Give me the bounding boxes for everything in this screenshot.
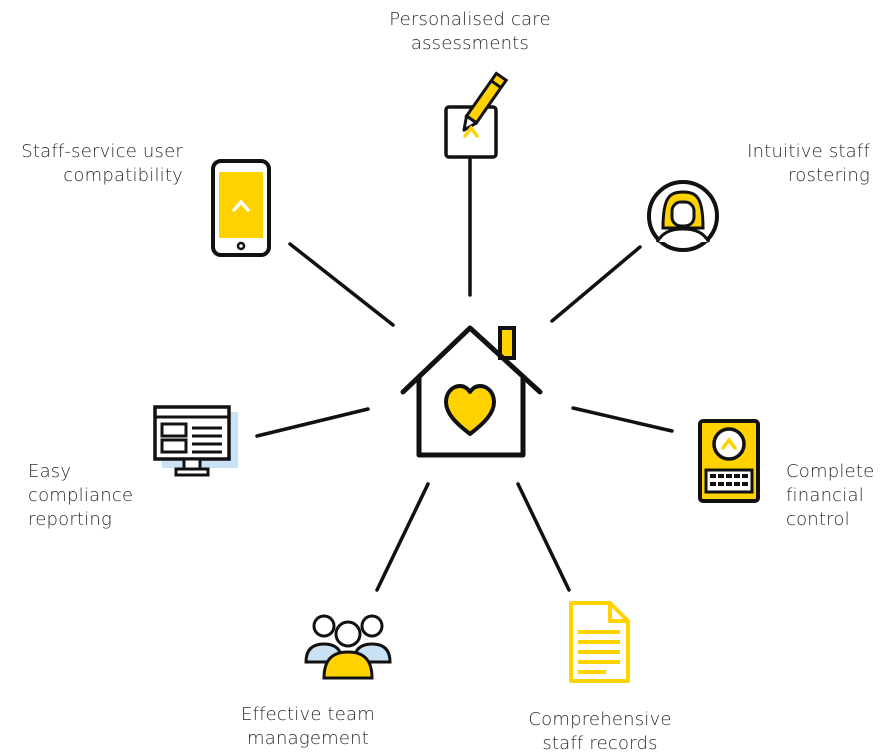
monitor-report-icon (153, 405, 238, 477)
connector-staff-rostering (550, 245, 642, 323)
connector-compliance-reporting (255, 407, 370, 438)
label-financial-control: Complete financial control (786, 461, 875, 530)
house-heart-icon (400, 325, 543, 458)
label-staff-rostering: Intuitive staff rostering (747, 141, 870, 186)
connector-staff-records (516, 482, 571, 592)
staff-avatar-icon (647, 180, 719, 252)
label-user-compatibility: Staff-service user compatibility (21, 141, 183, 186)
connector-user-compatibility (288, 242, 395, 327)
label-care-assessments: Personalised care assessments (389, 9, 551, 54)
label-team-management: Effective team management (240, 704, 376, 749)
document-icon (569, 601, 630, 683)
label-staff-records: Comprehensive staff records (528, 709, 672, 754)
connector-financial-control (571, 406, 674, 433)
pencil-tablet-icon (444, 71, 509, 159)
team-icon (304, 614, 392, 680)
label-compliance-reporting: Easy compliance reporting (28, 461, 134, 530)
connector-team-management (375, 482, 430, 592)
card-terminal-icon (698, 419, 760, 503)
smartphone-icon (211, 159, 271, 257)
